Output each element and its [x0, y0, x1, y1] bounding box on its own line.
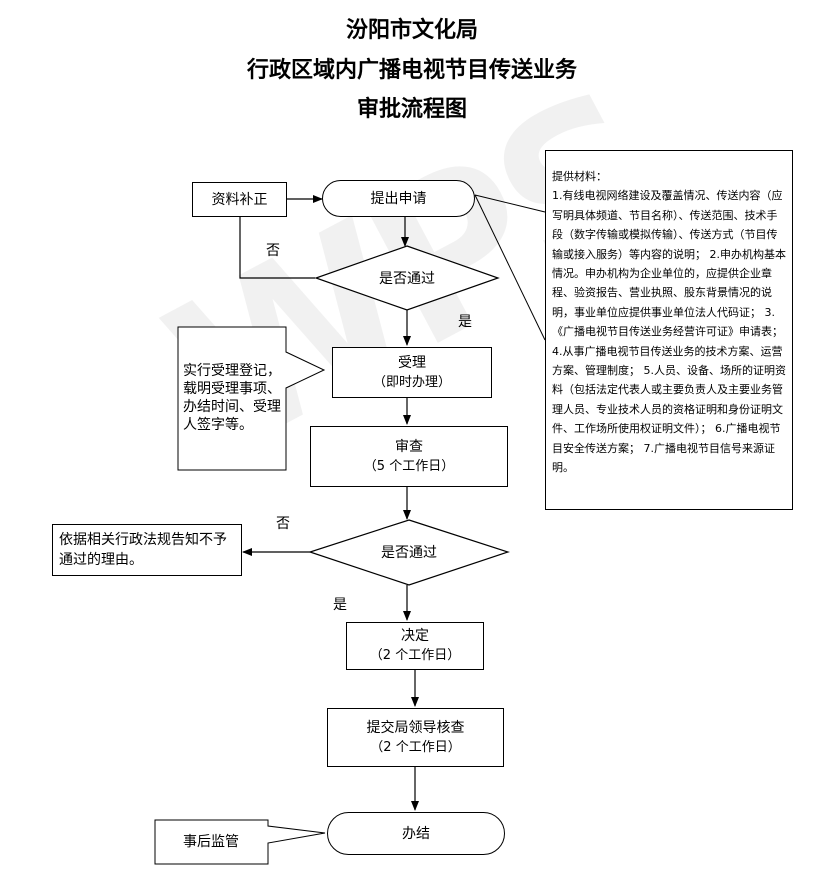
supervise-text: 事后监管 [183, 834, 239, 850]
accept-duration: （即时办理） [372, 374, 451, 390]
check-label-2: 是否通过 [381, 545, 437, 561]
submit-box: 提交局领导核查 （2 个工作日） [327, 708, 504, 767]
submit-duration: （2 个工作日） [370, 739, 461, 755]
apply-label: 提出申请 [370, 190, 427, 207]
supervise-callout [154, 819, 326, 865]
decision-diamond-2 [308, 519, 510, 586]
check-label-1: 是否通过 [379, 271, 435, 287]
reject-reason: 依据相关行政法规告知不予通过的理由。 [59, 532, 227, 568]
decide-title: 决定 [401, 628, 429, 644]
no-label-2: 否 [276, 516, 290, 532]
reject-box: 依据相关行政法规告知不予通过的理由。 [52, 524, 242, 576]
accept-title: 受理 [398, 354, 426, 371]
materials-list: 1.有线电视网络建设及覆盖情况、传送内容（应写明具体频道、节目名称）、传送范围、… [552, 189, 786, 475]
yes-label-2: 是 [333, 597, 347, 613]
materials-heading: 提供材料： [552, 170, 607, 183]
submit-title: 提交局领导核查 [366, 719, 465, 736]
materials-box: 提供材料： 1.有线电视网络建设及覆盖情况、传送内容（应写明具体频道、节目名称）… [545, 150, 793, 510]
no-label-1: 否 [266, 243, 280, 259]
decide-box: 决定 （2 个工作日） [346, 622, 484, 670]
page-title-org: 汾阳市文化局 [345, 17, 478, 43]
page-title-flowchart: 审批流程图 [356, 96, 467, 122]
accept-box: 受理 （即时办理） [332, 347, 492, 398]
supplement-label: 资料补正 [211, 191, 268, 208]
review-title: 审查 [395, 438, 423, 455]
yes-label-1: 是 [458, 314, 472, 330]
page-title-business: 行政区域内广播电视节目传送业务 [246, 57, 577, 83]
accept-note-text: 实行受理登记，载明受理事项、办结时间、受理人签字等。 [183, 363, 281, 433]
review-duration: （5 个工作日） [363, 458, 455, 474]
review-box: 审查 （5 个工作日） [310, 426, 508, 487]
apply-node: 提出申请 [322, 180, 475, 217]
decision-diamond-1 [314, 245, 500, 311]
finish-node: 办结 [327, 812, 505, 855]
accept-note-callout [177, 326, 326, 471]
decide-duration: （2 个工作日） [369, 648, 461, 663]
finish-label: 办结 [402, 825, 430, 842]
supplement-box: 资料补正 [192, 182, 287, 217]
